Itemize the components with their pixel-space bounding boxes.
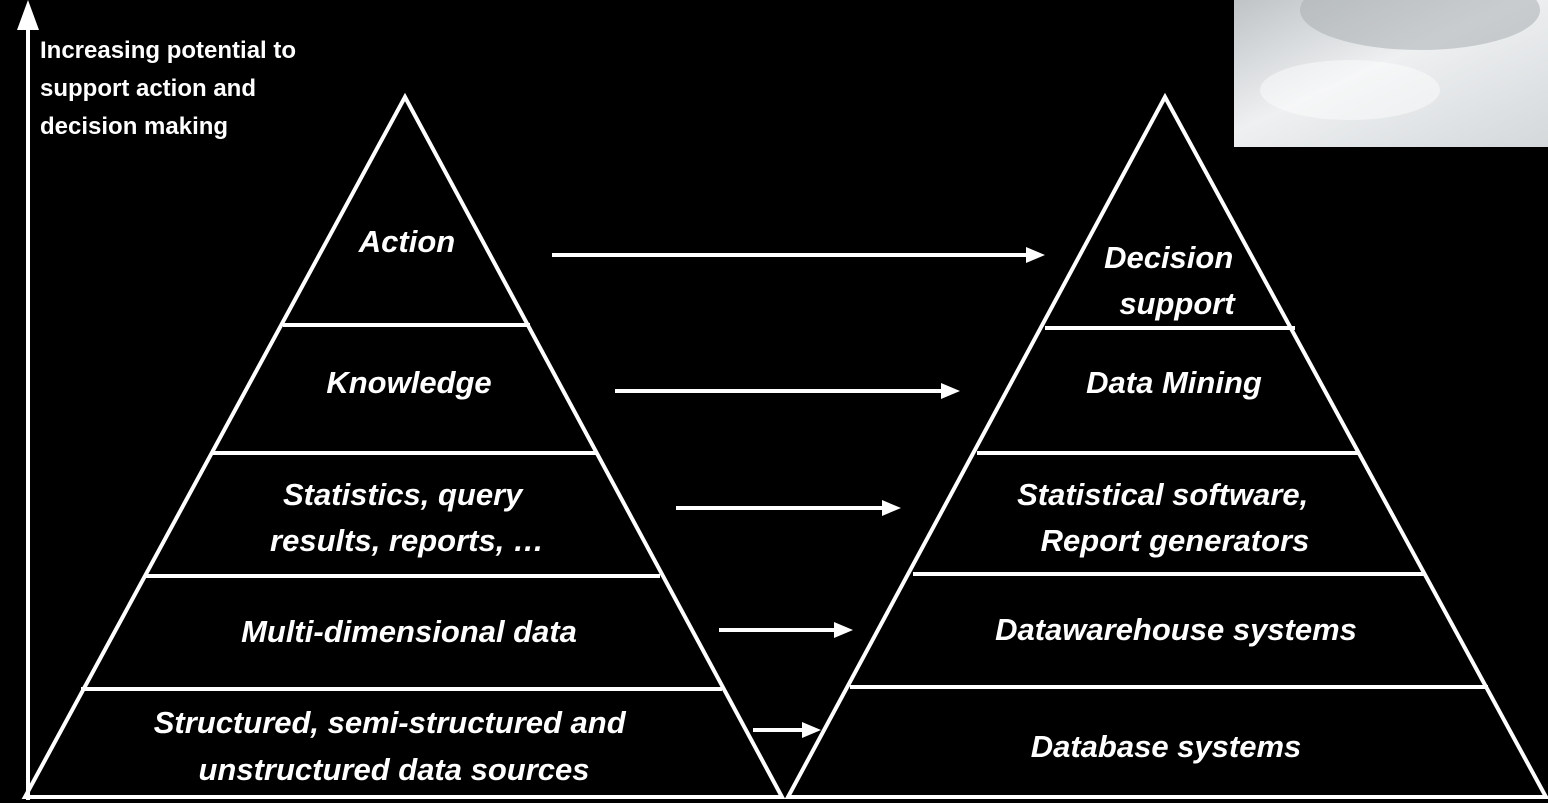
- left-layer-knowledge-line-1: Knowledge: [326, 365, 491, 400]
- axis-label: Increasing potential to support action a…: [40, 37, 303, 140]
- left-pyramid: Action Knowledge Statistics, query resul…: [21, 92, 786, 799]
- connector-arrows: [552, 247, 1045, 738]
- left-pyramid-outline: [21, 92, 786, 799]
- right-layer-database: Database systems: [1031, 729, 1302, 764]
- left-layer-data-sources-line-2: unstructured data sources: [198, 752, 589, 787]
- axis-label-line-2: support action and: [40, 75, 256, 102]
- left-layer-statistics-line-1: Statistics, query: [283, 477, 524, 512]
- axis-label-line-3: decision making: [40, 113, 228, 140]
- left-layer-multidimensional: Multi-dimensional data: [241, 614, 577, 649]
- right-layer-decision-support-line-2: support: [1119, 286, 1236, 321]
- arrow-knowledge-to-data-mining: [615, 383, 960, 399]
- arrow-data-sources-to-database: [753, 722, 821, 738]
- right-layer-decision-support-line-1: Decision: [1104, 240, 1233, 275]
- arrow-multidimensional-to-datawarehouse: [719, 622, 853, 638]
- left-layer-action-line-1: Action: [358, 224, 455, 259]
- right-layer-data-mining-line-1: Data Mining: [1086, 365, 1262, 400]
- axis-label-line-1: Increasing potential to: [40, 37, 296, 64]
- right-pyramid: Decision support Data Mining Statistical…: [784, 92, 1548, 799]
- right-layer-statistical-software-line-1: Statistical software,: [1017, 477, 1308, 512]
- left-layer-multidimensional-line-1: Multi-dimensional data: [241, 614, 577, 649]
- arrow-action-to-decision-support: [552, 247, 1045, 263]
- right-layer-statistical-software: Statistical software, Report generators: [1017, 477, 1317, 558]
- right-layer-statistical-software-line-2: Report generators: [1041, 523, 1310, 558]
- right-layer-data-mining: Data Mining: [1086, 365, 1262, 400]
- arrow-statistics-to-statistical-software: [676, 500, 901, 516]
- right-layer-database-line-1: Database systems: [1031, 729, 1302, 764]
- corner-photo: [1234, 0, 1548, 147]
- left-layer-knowledge: Knowledge: [326, 365, 491, 400]
- right-layer-decision-support: Decision support: [1104, 240, 1242, 321]
- left-layer-statistics: Statistics, query results, reports, …: [270, 477, 544, 558]
- axis-arrow: [17, 0, 39, 800]
- right-layer-datawarehouse-line-1: Datawarehouse systems: [995, 612, 1357, 647]
- right-layer-datawarehouse: Datawarehouse systems: [995, 612, 1357, 647]
- left-layer-data-sources-line-1: Structured, semi-structured and: [154, 705, 627, 740]
- right-pyramid-outline: [784, 92, 1548, 799]
- left-layer-statistics-line-2: results, reports, …: [270, 523, 544, 558]
- left-layer-data-sources: Structured, semi-structured and unstruct…: [154, 705, 635, 787]
- left-layer-action: Action: [358, 224, 455, 259]
